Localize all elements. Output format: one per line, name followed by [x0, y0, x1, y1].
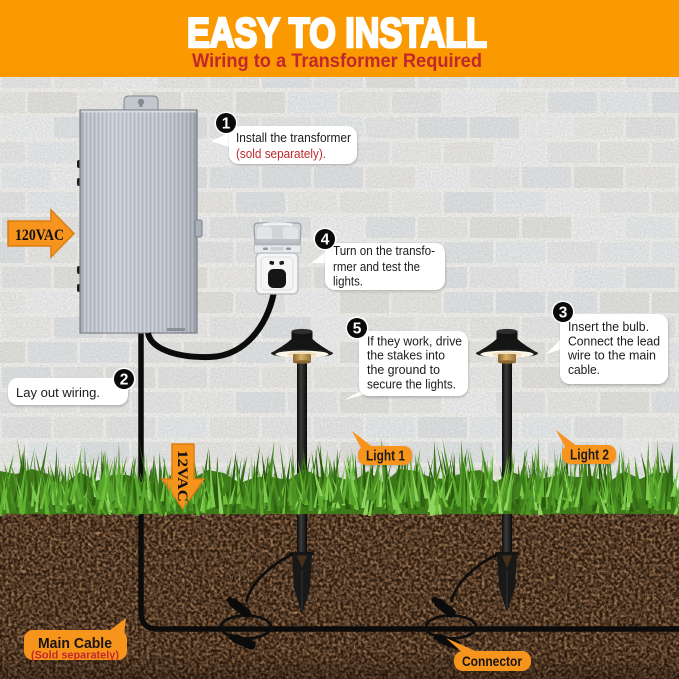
svg-text:wire to the main: wire to the main: [567, 348, 656, 363]
svg-text:Insert the bulb.: Insert the bulb.: [568, 319, 649, 334]
svg-text:12VAC: 12VAC: [174, 450, 190, 502]
svg-text:EASY TO INSTALL: EASY TO INSTALL: [187, 9, 487, 56]
svg-text:2: 2: [120, 372, 129, 389]
svg-text:Connector: Connector: [462, 654, 523, 669]
svg-text:Turn on the transfo-: Turn on the transfo-: [333, 243, 435, 258]
svg-text:the stakes into: the stakes into: [367, 348, 445, 363]
svg-text:Wiring to a Transformer Requir: Wiring to a Transformer Required: [192, 50, 482, 72]
svg-text:4: 4: [321, 232, 330, 249]
svg-text:(Sold separately): (Sold separately): [31, 650, 119, 662]
svg-text:120VAC: 120VAC: [15, 227, 64, 244]
svg-text:Main Cable: Main Cable: [38, 636, 112, 652]
svg-text:the ground to: the ground to: [367, 362, 440, 377]
svg-text:If they work, drive: If they work, drive: [367, 333, 462, 348]
svg-text:Install the transformer: Install the transformer: [236, 130, 352, 145]
svg-text:1: 1: [222, 116, 231, 133]
svg-text:Connect the lead: Connect the lead: [568, 333, 660, 348]
svg-text:Light 1: Light 1: [366, 449, 405, 465]
svg-text:(sold separately).: (sold separately).: [236, 146, 326, 161]
svg-text:Lay out wiring.: Lay out wiring.: [16, 385, 100, 400]
svg-text:5: 5: [353, 321, 362, 338]
svg-text:cable.: cable.: [568, 362, 600, 377]
svg-text:lights.: lights.: [333, 274, 363, 289]
svg-text:secure the lights.: secure the lights.: [367, 376, 456, 391]
svg-text:Light 2: Light 2: [570, 448, 609, 464]
svg-text:rmer and test the: rmer and test the: [333, 259, 420, 274]
svg-text:3: 3: [559, 305, 568, 322]
